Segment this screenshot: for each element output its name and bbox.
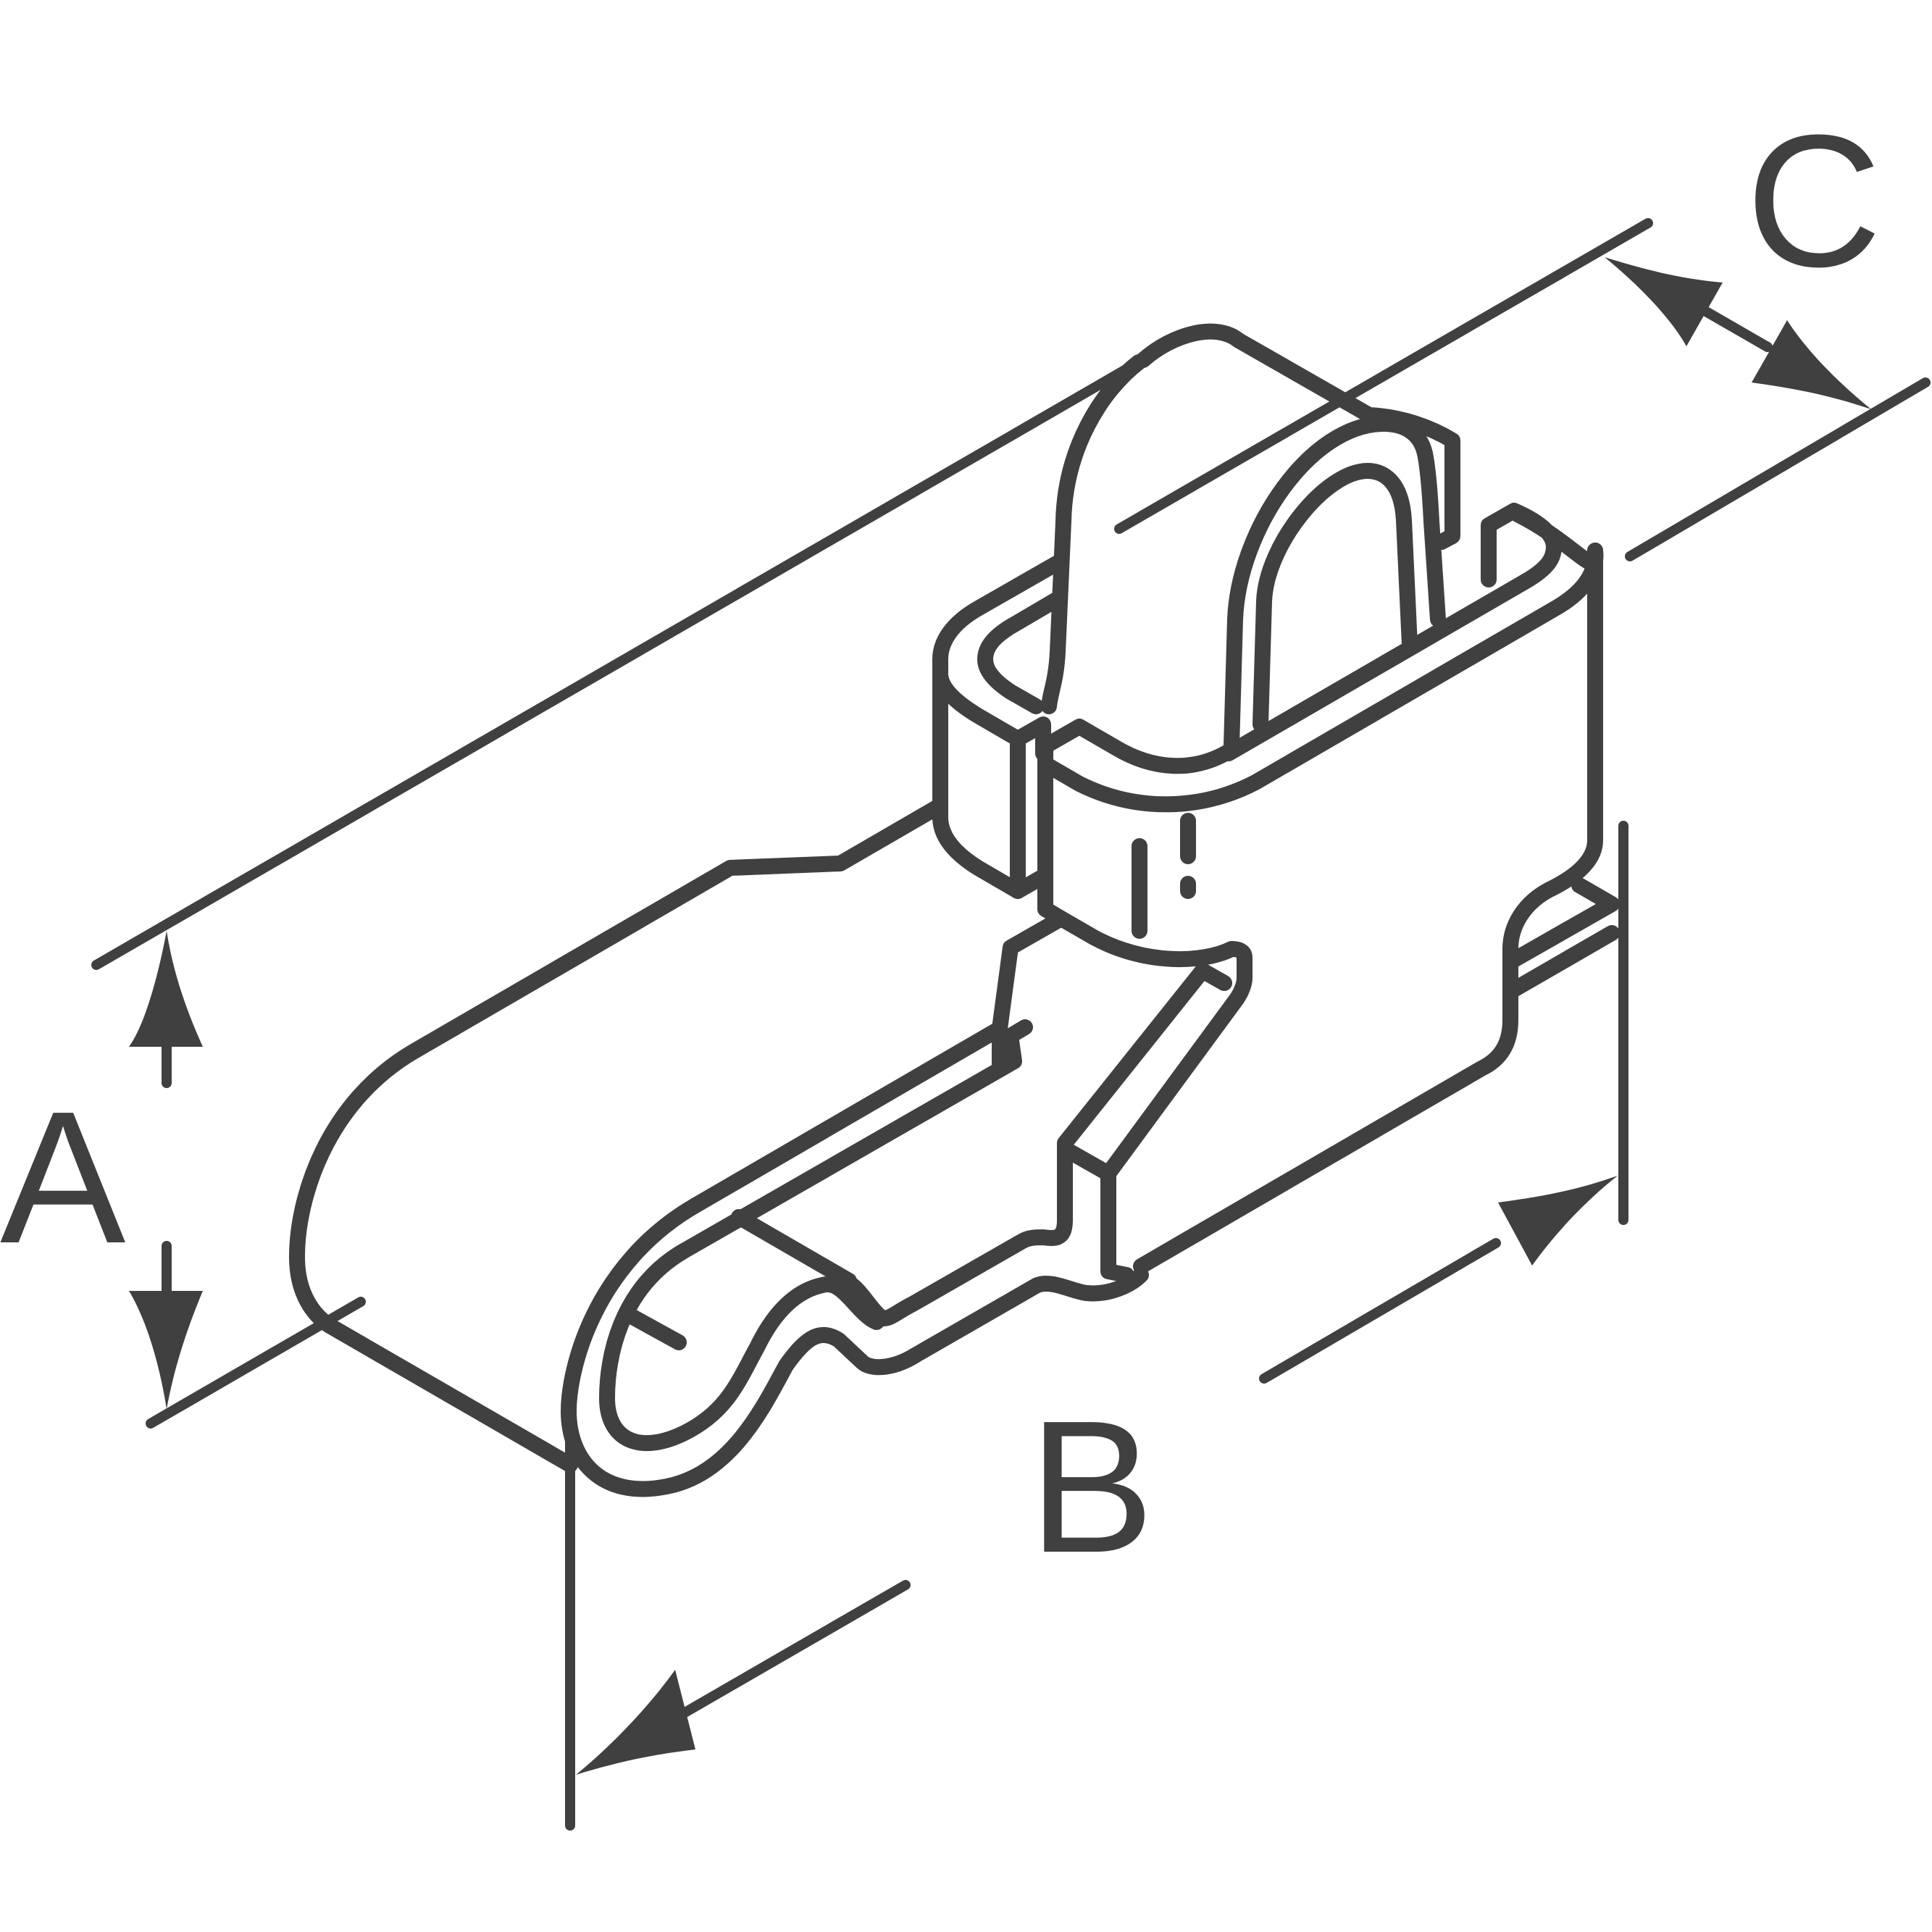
arrowhead-down-icon [129,1291,203,1409]
arrowhead-up-icon [129,931,203,1047]
arrowhead-left-icon [576,1670,695,1775]
dimension-a: A [0,931,203,1409]
dimension-b: B [576,1176,1618,1775]
dimension-label-a: A [0,1073,127,1283]
arrowhead-upleft-icon [1605,257,1723,346]
dimension-label-c: C [1746,96,1882,306]
dimension-label-b: B [1029,1382,1154,1592]
arrowhead-right-icon [1498,1176,1618,1266]
arrowhead-downright-icon [1752,320,1871,409]
dimension-c: C [1605,96,1882,409]
part-body [289,323,1620,1497]
extension-lines [91,218,1931,1831]
